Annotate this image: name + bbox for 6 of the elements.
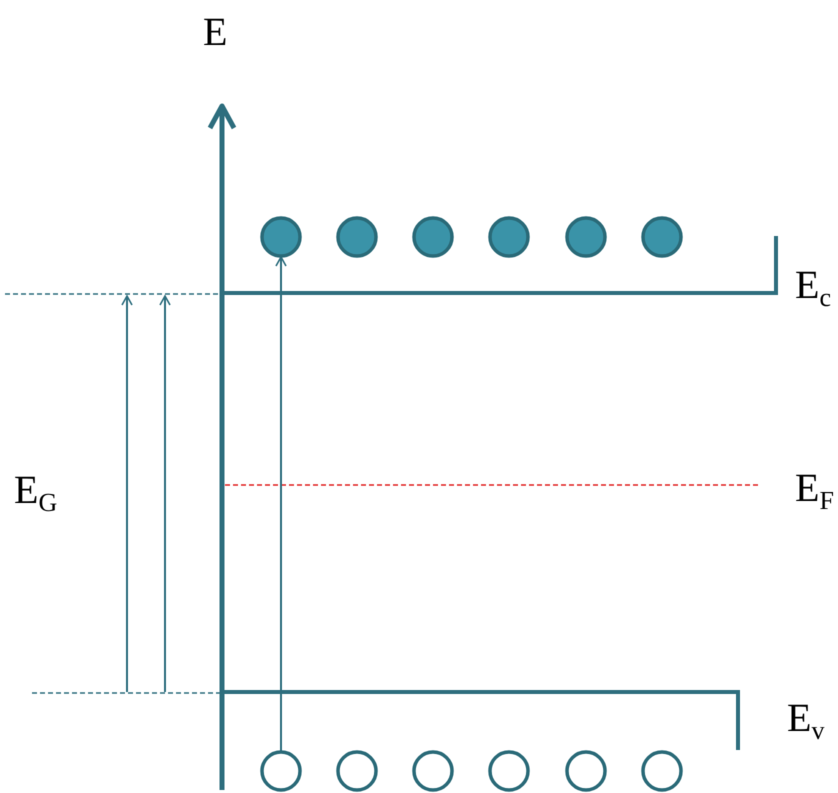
- energy-level-label: E$_{F}$: [795, 468, 834, 514]
- energy-level-label: E$_{c}$: [795, 265, 831, 311]
- energy-level-label: E$_{v}$: [787, 698, 824, 744]
- axis-label: E: [203, 12, 228, 52]
- excitation-arrow: [275, 256, 287, 751]
- energy-level-label: E$_{G}$: [14, 470, 58, 516]
